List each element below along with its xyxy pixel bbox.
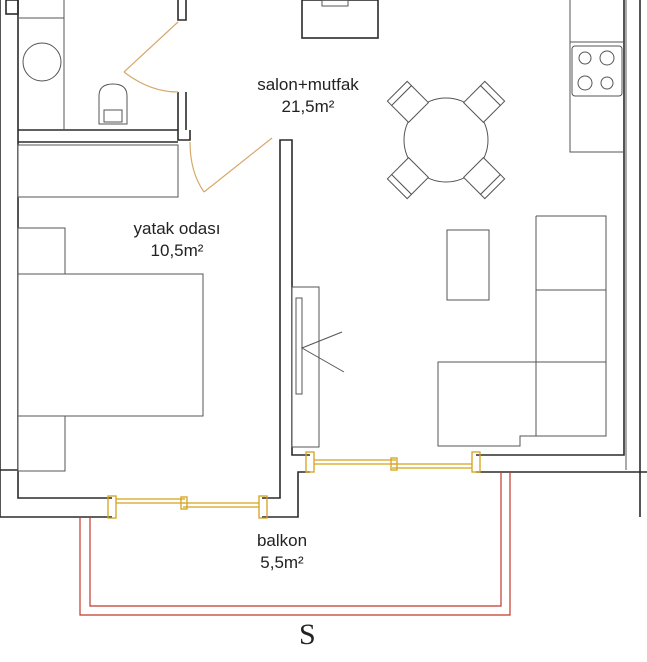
bedroom-name: yatak odası bbox=[133, 219, 221, 238]
salon-area: 21,5m² bbox=[281, 97, 335, 116]
balcony-railing bbox=[79, 472, 511, 616]
bedroom-area: 10,5m² bbox=[150, 241, 204, 260]
dining-table bbox=[403, 97, 489, 183]
nightstand-bottom bbox=[17, 415, 66, 472]
fridge bbox=[301, 0, 379, 39]
salon-label: salon+mutfak 21,5m² bbox=[238, 74, 378, 118]
bedroom-window bbox=[107, 495, 268, 519]
balcony-name: balkon bbox=[256, 531, 308, 550]
living-window bbox=[305, 451, 481, 473]
bathroom-walls bbox=[5, 0, 191, 143]
tv-unit bbox=[291, 286, 345, 448]
sofa bbox=[437, 215, 607, 447]
balcony-label: balkon 5,5m² bbox=[232, 530, 332, 574]
bedroom-door bbox=[189, 137, 273, 193]
salon-name: salon+mutfak bbox=[257, 75, 359, 94]
coffee-table bbox=[446, 229, 490, 301]
wardrobe bbox=[17, 144, 179, 198]
toilet bbox=[98, 83, 128, 125]
nightstand-top bbox=[17, 227, 66, 275]
double-bed bbox=[17, 273, 204, 417]
dining-chairs bbox=[386, 80, 506, 200]
balcony-area: 5,5m² bbox=[260, 553, 304, 572]
bathroom-door bbox=[123, 21, 179, 93]
kitchen-counter bbox=[569, 0, 624, 153]
washbasin bbox=[22, 42, 62, 82]
bedroom-label: yatak odası 10,5m² bbox=[112, 218, 242, 262]
cooktop-icon bbox=[571, 45, 623, 97]
compass-south-label: S bbox=[299, 618, 316, 651]
